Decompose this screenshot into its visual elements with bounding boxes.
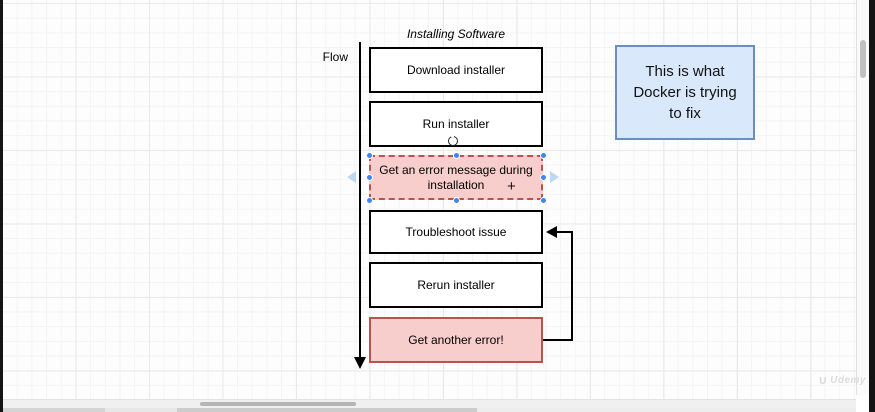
scrollbar-corner — [856, 395, 869, 412]
move-cursor-icon: + — [507, 178, 516, 195]
selection-handle-top-center[interactable] — [452, 151, 460, 159]
loop-arrowhead-icon — [546, 226, 557, 238]
udemy-logo-icon: ∪ — [817, 373, 829, 387]
rotate-handle-icon — [448, 134, 458, 146]
vertical-scrollbar-track[interactable] — [856, 0, 869, 412]
selection-handle-top-left[interactable] — [365, 151, 373, 159]
selection-handle-middle-right[interactable] — [539, 174, 547, 181]
loop-connector-bottom-segment[interactable] — [543, 339, 573, 341]
horizontal-scrollbar-thumb[interactable] — [200, 402, 356, 406]
direction-arrow-left-icon[interactable] — [347, 171, 356, 183]
flow-axis-label[interactable]: Flow — [322, 50, 348, 64]
docker-note-box[interactable]: This is what Docker is trying to fix — [615, 45, 755, 140]
selection-handle-middle-left[interactable] — [365, 174, 373, 181]
flow-arrow-line[interactable] — [359, 42, 361, 358]
selection-handle-top-right[interactable] — [539, 151, 547, 159]
step-download-installer[interactable]: Download installer — [369, 47, 543, 93]
loop-connector-vertical-segment[interactable] — [571, 231, 573, 341]
step-get-another-error[interactable]: Get another error! — [369, 317, 543, 363]
right-letterbox-bar — [869, 0, 875, 412]
vertical-scrollbar-thumb[interactable] — [860, 40, 866, 78]
selection-handle-bottom-center[interactable] — [452, 196, 460, 204]
step-error-message[interactable]: Get an error message during installation — [369, 155, 543, 200]
udemy-watermark-text: Udemy — [830, 374, 866, 386]
bottom-edge-strip — [105, 408, 177, 412]
selection-handle-bottom-right[interactable] — [539, 196, 547, 204]
step-troubleshoot-issue[interactable]: Troubleshoot issue — [369, 210, 543, 254]
horizontal-scrollbar-track[interactable] — [3, 399, 856, 408]
udemy-watermark: ∪ Udemy — [818, 373, 866, 387]
selection-handle-bottom-left[interactable] — [365, 196, 373, 204]
diagram-title[interactable]: Installing Software — [406, 27, 506, 41]
loop-connector-top-segment[interactable] — [556, 231, 573, 233]
flow-arrowhead-icon — [354, 357, 366, 369]
step-rerun-installer[interactable]: Rerun installer — [369, 262, 543, 308]
bottom-edge-strip — [2, 408, 105, 412]
bottom-edge-strip — [177, 408, 477, 412]
left-letterbox-bar — [0, 0, 3, 412]
direction-arrow-right-icon[interactable] — [550, 171, 559, 183]
bottom-edge-strip — [477, 408, 856, 412]
